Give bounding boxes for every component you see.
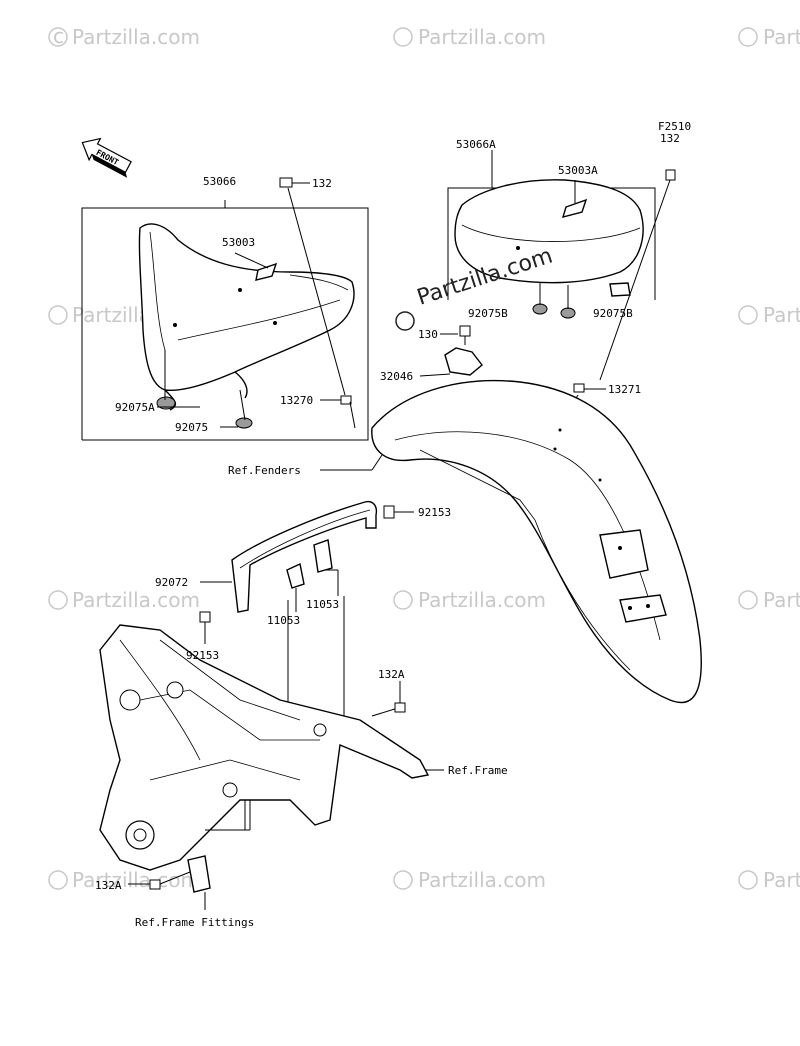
- bolt-132A-left: [128, 871, 191, 890]
- emblem-53003: [255, 262, 278, 281]
- label-13271: 13271: [608, 383, 641, 396]
- watermark-low-left: Partzilla.com: [48, 588, 200, 612]
- label-132A-right: 132A: [378, 668, 405, 681]
- watermark-low-right: Partzilla.com: [738, 588, 800, 612]
- label-132-left: 132: [312, 177, 332, 190]
- label-53066A: 53066A: [456, 138, 496, 151]
- bracket-32046: [419, 325, 483, 377]
- front-arrow-icon: FRONT: [81, 137, 132, 178]
- frame-fitting-bracket: [187, 800, 251, 910]
- nut-13271: [573, 383, 585, 393]
- part-labels: 53066 132 53003 92075A 92075 13270 53066…: [95, 132, 680, 929]
- watermark-top-left: c Partzilla.com: [48, 24, 200, 49]
- label-92075B-left: 92075B: [468, 307, 508, 320]
- label-92153-left: 92153: [186, 649, 219, 662]
- watermark-text: Partzilla.com: [763, 868, 800, 892]
- watermark-text: Partzilla.com: [763, 25, 800, 49]
- label-92153-right: 92153: [418, 506, 451, 519]
- label-13270: 13270: [280, 394, 313, 407]
- label-132A-left: 132A: [95, 879, 122, 892]
- label-ref-fenders: Ref.Fenders: [228, 464, 301, 477]
- right-seat-group: [447, 150, 676, 431]
- watermark-top-right: Partzilla.com: [738, 25, 800, 49]
- label-92075A: 92075A: [115, 401, 155, 414]
- bolt-132A-right: [371, 681, 406, 717]
- grab-bar-92072: [200, 500, 378, 613]
- label-53003: 53003: [222, 236, 255, 249]
- label-53066: 53066: [203, 175, 236, 188]
- watermark-bottom-center: Partzilla.com: [393, 868, 546, 892]
- label-92072: 92072: [155, 576, 188, 589]
- watermark-mid-right: Partzilla.com: [738, 303, 800, 327]
- svg-text:c: c: [53, 24, 64, 48]
- frame: [99, 624, 444, 910]
- watermark-bottom-right: Partzilla.com: [738, 868, 800, 892]
- rubber-92075B-right: [560, 307, 576, 319]
- label-132-right: 132: [660, 132, 680, 145]
- emblem-53003A: [561, 198, 588, 218]
- bolt-92153-left: [199, 611, 211, 644]
- label-ref-frame: Ref.Frame: [448, 764, 508, 777]
- watermark-top-center: Partzilla.com: [393, 25, 546, 49]
- left-seat-group: [81, 177, 369, 441]
- watermark-bottom-left: Partzilla.com: [48, 868, 200, 892]
- rear-fender: [320, 379, 702, 704]
- label-11053-left: 11053: [267, 614, 300, 627]
- label-ref-frame-fittings: Ref.Frame Fittings: [135, 916, 254, 929]
- watermark-text: Partzilla.com: [418, 25, 546, 49]
- nut-13270: [340, 395, 352, 405]
- label-130: 130: [418, 328, 438, 341]
- label-92075: 92075: [175, 421, 208, 434]
- watermark-text: Partzilla.com: [763, 303, 800, 327]
- rubber-92075A: [156, 396, 176, 410]
- seat-53066A: [454, 179, 644, 284]
- watermark-low-center: Partzilla.com: [393, 588, 546, 612]
- label-53003A: 53003A: [558, 164, 598, 177]
- watermark-text: Partzilla.com: [763, 588, 800, 612]
- bolt-132-right: [665, 169, 676, 181]
- label-32046: 32046: [380, 370, 413, 383]
- seat-53066: [138, 223, 355, 392]
- label-92075B-right: 92075B: [593, 307, 633, 320]
- watermark-text: Partzilla.com: [72, 868, 200, 892]
- bolt-132-left: [279, 177, 310, 188]
- watermark-text: Partzilla.com: [418, 588, 546, 612]
- label-11053-right: 11053: [306, 598, 339, 611]
- rubber-92075B-left: [532, 303, 548, 315]
- figure-code: F2510: [658, 120, 691, 133]
- watermark-text: Partzilla.com: [72, 588, 200, 612]
- bolt-92153-right: [383, 505, 414, 519]
- watermark-text: Partzilla.com: [418, 868, 546, 892]
- rubber-92075: [235, 417, 253, 429]
- watermark-text: Partzilla.com: [72, 25, 200, 49]
